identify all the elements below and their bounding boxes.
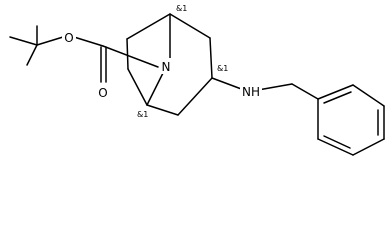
nitrogen-bridge-label: N bbox=[162, 60, 171, 74]
stereo-label-c5: &1 bbox=[137, 110, 148, 119]
bond-c3-c4 bbox=[177, 77, 213, 116]
bond-c6-c5 bbox=[127, 68, 148, 106]
stereo-label-c1: &1 bbox=[176, 4, 187, 13]
carbamate-group bbox=[73, 36, 159, 83]
bond-amine-ch2 bbox=[257, 83, 293, 91]
bond-tbu-methyl-bottom bbox=[26, 44, 38, 66]
molecule-structure: O O N NH &1 &1 &1 bbox=[9, 4, 385, 156]
oxygen-carbonyl-label: O bbox=[98, 86, 107, 100]
bicyclic-core bbox=[126, 13, 213, 116]
stereo-label-c3: &1 bbox=[217, 64, 228, 73]
stereo-labels: &1 &1 &1 bbox=[137, 4, 228, 119]
oxygen-ether-label: O bbox=[64, 31, 73, 45]
bond-c2-c3 bbox=[209, 37, 213, 79]
bond-carbonyl-to-nitrogen bbox=[102, 45, 159, 68]
bond-c4-c5 bbox=[146, 104, 179, 116]
ring-bond-2 bbox=[352, 84, 385, 107]
bond-c3-amine bbox=[211, 77, 245, 91]
bond-tbu-methyl-left bbox=[9, 36, 38, 46]
ring-bond-4 bbox=[352, 138, 385, 156]
benzylamine-group bbox=[211, 77, 319, 100]
ring-bond-1 bbox=[317, 84, 354, 100]
atom-labels: O O N NH bbox=[62, 29, 262, 100]
amine-nh-label: NH bbox=[242, 85, 260, 99]
bond-c1-c7 bbox=[126, 13, 171, 40]
ring-inner-bond-a bbox=[323, 91, 352, 104]
bond-c7-c6 bbox=[126, 38, 129, 70]
ring-inner-bond-c bbox=[323, 135, 351, 149]
bond-c1-c2 bbox=[169, 13, 211, 39]
bond-nitrogen-c5 bbox=[146, 72, 164, 106]
bond-tbu-oxygen bbox=[36, 36, 64, 46]
ring-bond-5 bbox=[317, 138, 354, 156]
bond-oxygen-carbonyl-carbon bbox=[73, 36, 104, 47]
tert-butyl-group bbox=[9, 25, 64, 66]
phenyl-ring bbox=[317, 84, 385, 156]
bond-ch2-phenyl bbox=[291, 83, 319, 100]
